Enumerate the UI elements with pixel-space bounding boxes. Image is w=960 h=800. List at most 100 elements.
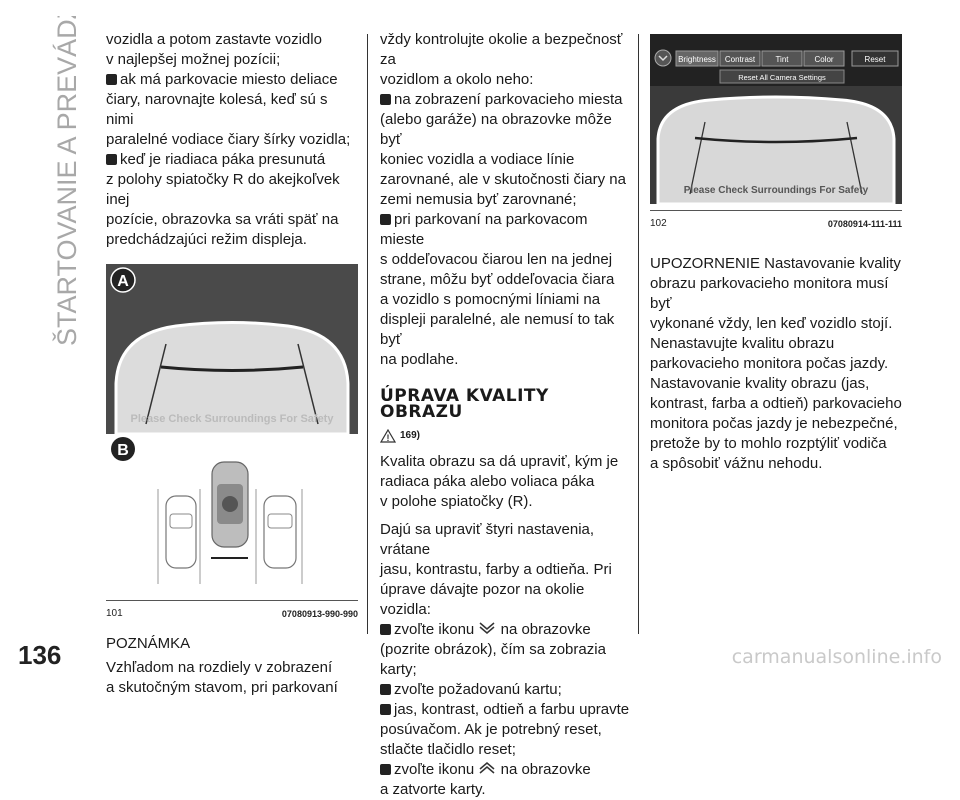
text-line: pretože by to mohlo rozptýliť vodiča xyxy=(650,435,887,452)
bullet-icon xyxy=(380,764,391,775)
overlay-text: Please Check Surroundings For Safety xyxy=(131,413,335,425)
text-line: na podlahe. xyxy=(380,351,459,368)
reset-button[interactable] xyxy=(851,50,899,67)
figure-code: 07080913-990-990 xyxy=(281,609,358,619)
text-line: Nastavovanie kvality obrazu (jas, xyxy=(650,375,870,392)
text-line: parkovacieho monitora počas jazdy. xyxy=(650,355,889,372)
bullet-icon xyxy=(380,94,391,105)
text-line: a spôsobiť vážnu nehodu. xyxy=(650,455,823,472)
figure-101-caption: 101 07080913-990-990 xyxy=(106,600,358,624)
text-line: a vozidlo s pomocnými líniami na xyxy=(380,291,601,308)
text-line: Dajú sa upraviť štyri nastavenia, vrátan… xyxy=(380,521,595,558)
text-line: stlačte tlačidlo reset; xyxy=(380,741,516,758)
label-a-badge xyxy=(110,267,136,293)
bullet-item: zvoľte ikonu na obrazovke xyxy=(380,620,632,640)
bullet-icon xyxy=(380,214,391,225)
tab-color[interactable] xyxy=(803,50,845,67)
text-line: a skutočným stavom, pri parkovaní xyxy=(106,679,338,696)
bullet-icon xyxy=(106,154,117,165)
reset-all-button[interactable] xyxy=(719,69,845,84)
label-b-badge xyxy=(111,437,135,461)
text-line: zemi nemusia byť zarovnané; xyxy=(380,191,577,208)
text-line: čiary, narovnajte kolesá, keď sú s nimi xyxy=(106,91,328,128)
text-line: obrazu parkovacieho monitora musí byť xyxy=(650,275,889,312)
bullet-item: zvoľte požadovanú kartu; xyxy=(380,680,632,700)
figure-101-illustration: A Please Check Surroundings For Safety B xyxy=(106,264,358,594)
section-heading: ÚPRAVA KVALITY OBRAZU xyxy=(380,386,549,422)
bullet-icon xyxy=(380,704,391,715)
column-left: vozidla a potom zastavte vozidlo v najle… xyxy=(106,30,358,698)
text-line: koniec vozidla a vodiace línie xyxy=(380,151,575,168)
text-line: (alebo garáže) na obrazovke môže byť xyxy=(380,111,612,148)
text-line: Nenastavujte kvalitu obrazu xyxy=(650,335,835,352)
camera-settings-screen: Brightness Contrast Tint Color Reset Res… xyxy=(650,34,902,206)
reset-all-label: Reset All Camera Settings xyxy=(738,73,826,82)
bullet-item: ak má parkovacie miesto deliace xyxy=(106,70,358,90)
svg-text:!: ! xyxy=(387,433,390,443)
text-line: Vzhľadom na rozdiely v zobrazení xyxy=(106,659,333,676)
chapter-side-title: ŠTARTOVANIE A PREVÁDZKA xyxy=(46,0,86,346)
text-line: úprave dávajte pozor na okolie vozidla: xyxy=(380,581,585,618)
text-line: vozidlom a okolo neho: xyxy=(380,71,534,88)
bullet-item: keď je riadiaca páka presunutá xyxy=(106,150,358,170)
reset-label: Reset xyxy=(865,55,887,64)
bullet-icon xyxy=(106,74,117,85)
label-b: B xyxy=(117,442,129,459)
text-line: displeji paralelné, ale nemusí to tak by… xyxy=(380,311,615,348)
column-divider xyxy=(638,34,639,634)
bullet-item: pri parkovaní na parkovacom mieste xyxy=(380,211,588,248)
text-line: vozidla a potom zastavte vozidlo xyxy=(106,31,322,48)
tab-label: Contrast xyxy=(725,55,756,64)
bullet-icon xyxy=(380,684,391,695)
tab-label: Color xyxy=(814,55,833,64)
text-line: radiaca páka alebo voliaca páka xyxy=(380,473,595,490)
figure-102-caption: 102 07080914-111-111 xyxy=(650,210,902,234)
bullet-icon xyxy=(380,624,391,635)
figure-101: A Please Check Surroundings For Safety B… xyxy=(106,264,358,624)
tab-label: Tint xyxy=(775,55,789,64)
text-line: strane, môžu byť oddeľovacia čiara xyxy=(380,271,615,288)
label-a: A xyxy=(117,273,129,290)
close-tabs-icon[interactable] xyxy=(654,49,672,67)
overlay-text: Please Check Surroundings For Safety xyxy=(684,185,869,196)
text-line: kontrast, farba a odtieň) parkovacieho xyxy=(650,395,902,412)
chevron-down-double-icon xyxy=(479,622,495,634)
text-line: monitora počas jazdy je nebezpečné, xyxy=(650,415,898,432)
text-line: UPOZORNENIE Nastavovanie kvality xyxy=(650,255,901,272)
column-divider xyxy=(367,34,368,634)
page-number: 136 xyxy=(18,640,62,670)
text-line: jasu, kontrastu, farby a odtieňa. Pri xyxy=(380,561,612,578)
text-line: s oddeľovacou čiarou len na jednej xyxy=(380,251,613,268)
bullet-item: na zobrazení parkovacieho miesta xyxy=(380,90,632,110)
text-line: pozície, obrazovka sa vráti späť na xyxy=(106,211,339,228)
text-line: a zatvorte karty. xyxy=(380,781,486,798)
text-line: predchádzajúci režim displeja. xyxy=(106,231,307,248)
text-line: v najlepšej možnej pozícii; xyxy=(106,51,281,68)
tab-brightness[interactable] xyxy=(675,50,719,67)
chapter-title-text: ŠTARTOVANIE A PREVÁDZKA xyxy=(51,16,82,346)
text-line: z polohy spiatočky R do akejkoľvek inej xyxy=(106,171,340,208)
bullet-item: zvoľte ikonu na obrazovke xyxy=(380,760,632,780)
warning-triangle-icon: ! xyxy=(380,429,396,443)
warning-reference: ! 169) xyxy=(380,426,632,446)
tab-contrast[interactable] xyxy=(719,50,761,67)
column-right: Brightness Contrast Tint Color Reset Res… xyxy=(650,34,902,474)
figure-code: 07080914-111-111 xyxy=(827,219,902,229)
figure-102: Brightness Contrast Tint Color Reset Res… xyxy=(650,34,902,234)
bullet-item: jas, kontrast, odtieň a farbu upravte xyxy=(380,700,632,720)
text-line: vykonané vždy, len keď vozidlo stojí. xyxy=(650,315,893,332)
text-line: v polohe spiatočky (R). xyxy=(380,493,533,510)
tab-label: Brightness xyxy=(678,55,716,64)
text-line: zarovnané, ale v skutočnosti čiary na xyxy=(380,171,626,188)
text-line: posúvačom. Ak je potrebný reset, xyxy=(380,721,602,738)
text-line: (pozrite obrázok), čím sa zobrazia karty… xyxy=(380,641,606,678)
column-middle: vždy kontrolujte okolie a bezpečnosť za … xyxy=(380,30,632,800)
text-line: paralelné vodiace čiary šírky vozidla; xyxy=(106,131,351,148)
chevron-up-double-icon xyxy=(479,762,495,774)
note-heading: POZNÁMKA xyxy=(106,635,191,652)
text-line: Kvalita obrazu sa dá upraviť, kým je xyxy=(380,453,619,470)
text-line: vždy kontrolujte okolie a bezpečnosť za xyxy=(380,31,623,68)
figure-number: 101 xyxy=(106,608,123,619)
watermark: carmanualsonline.info xyxy=(731,646,942,668)
tab-tint[interactable] xyxy=(761,50,803,67)
